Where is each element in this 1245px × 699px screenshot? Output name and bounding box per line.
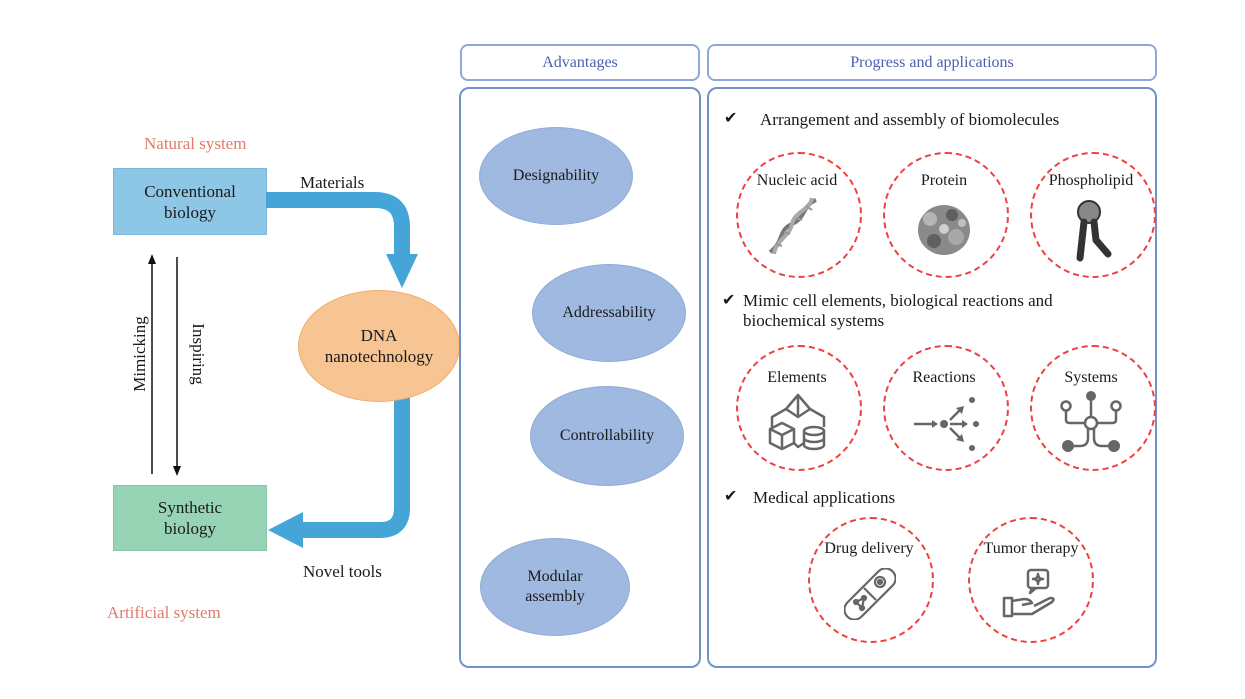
check-icon: ✔ xyxy=(724,108,738,127)
advantage-label: Addressability xyxy=(562,304,656,321)
synthetic-biology-label: Synthetic biology xyxy=(157,498,223,538)
novel-tools-arrow xyxy=(300,398,410,538)
capsule-icon xyxy=(844,568,896,620)
check-icon: ✔ xyxy=(724,486,738,505)
mimicking-label: Mimicking xyxy=(130,316,149,392)
item-circle-systems xyxy=(1030,345,1156,471)
natural-system-label: Natural system xyxy=(144,134,247,153)
item-label-reactions: Reactions xyxy=(912,369,976,386)
materials-label: Materials xyxy=(300,173,365,192)
advantage-label: Designability xyxy=(512,167,600,184)
item-label-phospholipid: Phospholipid xyxy=(1048,172,1134,189)
advantage-label: Modular assembly xyxy=(525,568,585,605)
check-icon: ✔ xyxy=(722,290,736,309)
dna-nanotechnology-label: DNA nanotechnology xyxy=(324,326,434,366)
progress-header: Progress and applications xyxy=(707,44,1157,81)
item-circle-protein xyxy=(883,152,1009,278)
novel-tools-arrowhead xyxy=(268,512,303,548)
hand-care-icon xyxy=(1002,568,1060,620)
item-label-elements: Elements xyxy=(767,369,827,386)
item-circle-nucleic-acid xyxy=(736,152,862,278)
progress-header-label: Progress and applications xyxy=(850,53,1014,71)
advantage-designability: Designability xyxy=(479,127,633,225)
advantage-label: Controllability xyxy=(559,427,655,444)
item-circle-elements xyxy=(736,345,862,471)
reactions-icon xyxy=(912,396,982,452)
item-label-tumor-therapy: Tumor therapy xyxy=(983,540,1079,557)
advantages-header: Advantages xyxy=(460,44,700,81)
item-label-nucleic-acid: Nucleic acid xyxy=(756,172,838,189)
advantage-controllability: Controllability xyxy=(530,386,684,486)
section-title-medical: Medical applications xyxy=(753,488,896,507)
inspiring-label: Inspiring xyxy=(189,323,208,385)
phospholipid-icon xyxy=(1074,200,1114,262)
item-label-systems: Systems xyxy=(1064,369,1118,386)
item-circle-drug-delivery xyxy=(808,517,934,643)
mimicking-arrowhead xyxy=(148,254,156,264)
item-circle-reactions xyxy=(883,345,1009,471)
dna-nanotechnology-node: DNA nanotechnology xyxy=(298,290,460,402)
synthetic-biology-box: Synthetic biology xyxy=(113,485,267,551)
item-label-drug-delivery: Drug delivery xyxy=(824,540,914,557)
protein-icon xyxy=(916,203,972,257)
advantage-addressability: Addressability xyxy=(532,264,686,362)
item-label-protein: Protein xyxy=(920,172,968,189)
novel-tools-label: Novel tools xyxy=(303,562,382,581)
section-title-biomolecules: Arrangement and assembly of biomolecules xyxy=(760,110,1060,129)
advantages-header-label: Advantages xyxy=(542,53,618,71)
artificial-system-label: Artificial system xyxy=(107,603,221,622)
inspiring-arrowhead xyxy=(173,466,181,476)
dna-helix-icon xyxy=(766,196,822,258)
materials-arrowhead xyxy=(386,254,418,288)
item-circle-phospholipid xyxy=(1030,152,1156,278)
materials-arrow xyxy=(266,192,410,255)
advantage-modular-assembly: Modular assembly xyxy=(480,538,630,636)
elements-icon xyxy=(766,393,830,453)
conventional-biology-label: Conventional biology xyxy=(144,181,236,222)
item-circle-tumor-therapy xyxy=(968,517,1094,643)
section-title-mimic: Mimic cell elements, biological reaction… xyxy=(743,291,1053,330)
systems-icon xyxy=(1058,390,1124,456)
